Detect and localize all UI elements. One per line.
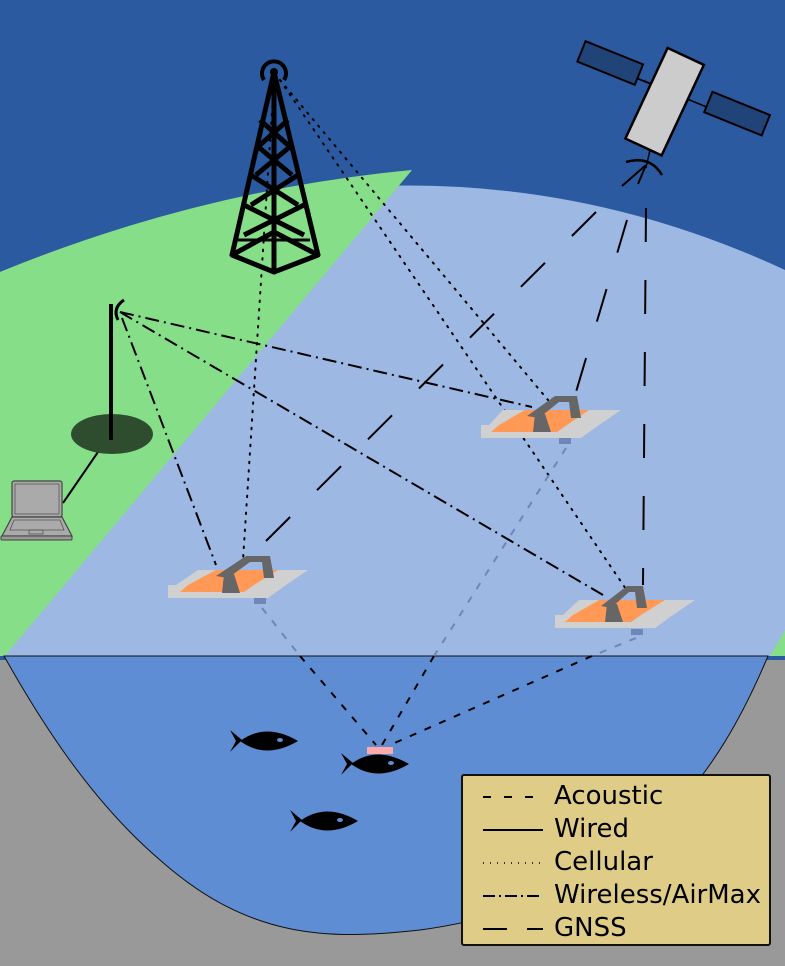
legend-label: Wired [554,814,629,844]
link-wireless [119,311,604,596]
gnss-line-swatch [483,928,543,930]
legend-item-acoustic: Acoustic [463,780,769,813]
legend: Acoustic Wired Cellular Wireless/AirMax … [461,774,771,946]
fish-icon [230,730,298,752]
link-wireless [119,311,533,408]
legend-label: Cellular [554,847,653,877]
legend-item-wireless: Wireless/AirMax [463,879,769,912]
link-gnss [642,207,647,586]
buoy-icon [555,586,695,635]
link-cellular [242,79,275,561]
legend-item-gnss: GNSS [463,912,769,945]
cellular-line-swatch [483,862,543,864]
cellular-links [242,79,629,593]
link-cellular [279,79,549,401]
fish-icon [341,753,409,775]
acoustic-links [261,447,637,746]
legend-item-cellular: Cellular [463,846,769,879]
legend-label: Acoustic [554,781,664,811]
link-acoustic [299,655,377,746]
land-area-right [770,630,785,656]
buoy-icon [481,396,621,444]
acoustic-line-swatch [483,796,543,798]
link-acoustic [381,655,435,746]
fish-icon [290,810,358,832]
wired-line-swatch [483,829,543,831]
buoy-icon [168,556,308,604]
link-acoustic [261,607,301,657]
wireless-line-swatch [483,895,543,897]
satellite-icon [576,39,772,187]
land-area [0,170,412,656]
sensor-tag [367,747,393,754]
link-cellular [279,79,629,593]
legend-item-wired: Wired [463,813,769,846]
link-gnss [575,219,628,393]
link-gnss [261,211,597,546]
legend-label: GNSS [554,913,627,943]
laptop-icon [0,480,73,541]
link-wired [62,451,99,504]
link-acoustic [389,655,593,746]
antenna-icon [109,298,125,440]
legend-label: Wireless/AirMax [554,880,761,910]
gnss-links [261,207,647,586]
link-wireless [121,317,217,566]
wireless-links [119,311,604,596]
cell-tower-icon [229,59,321,275]
